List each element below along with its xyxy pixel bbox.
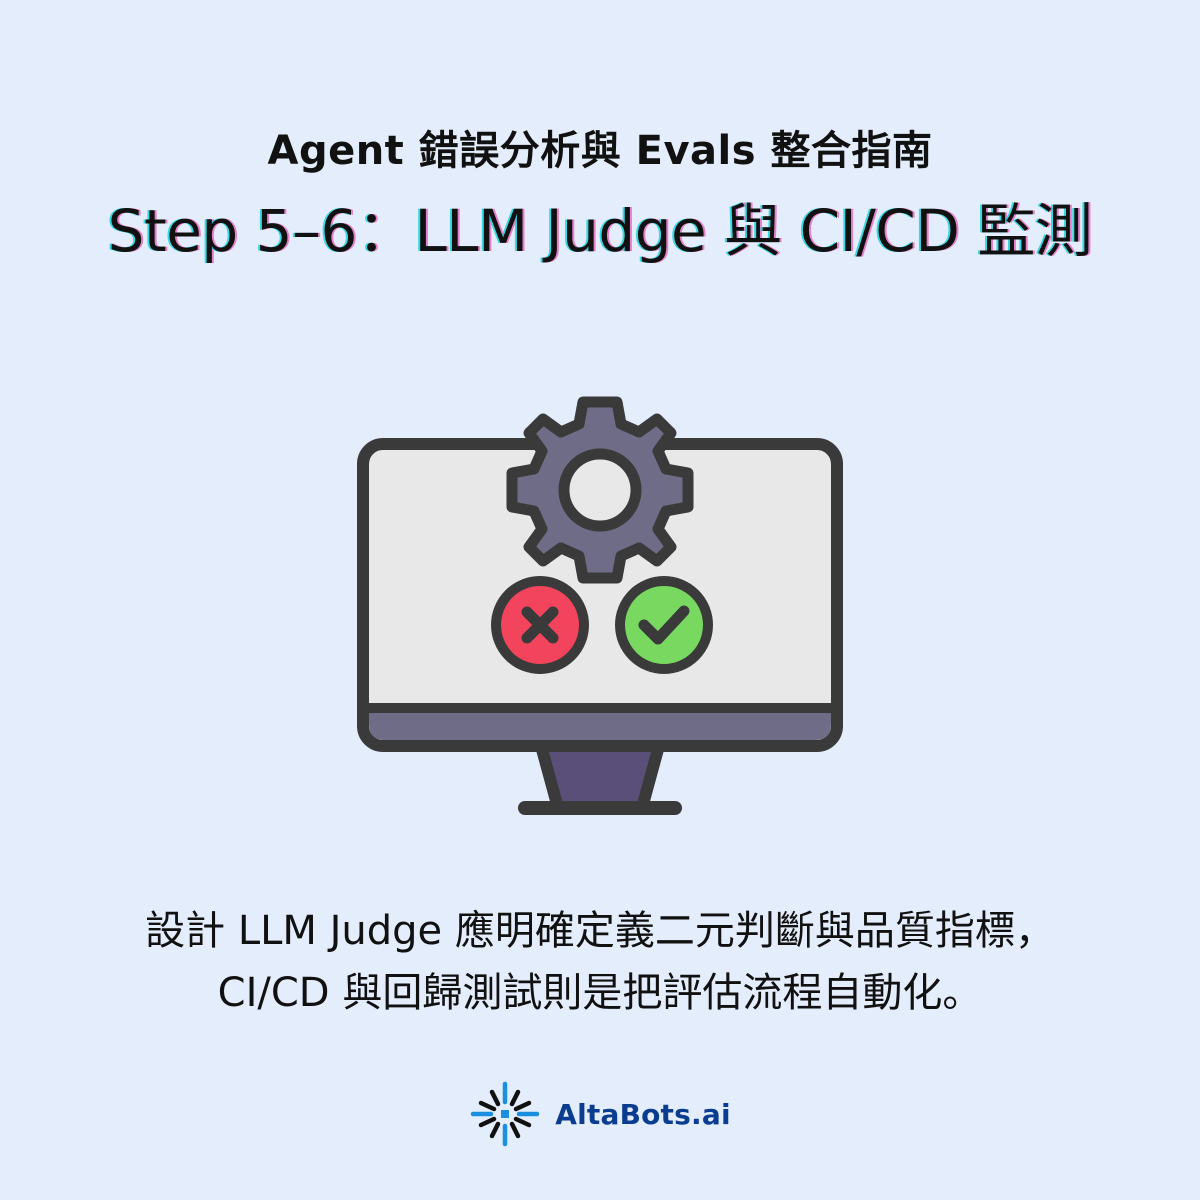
altabots-logo-icon	[470, 1081, 540, 1147]
supertitle: Agent 錯誤分析與 Evals 整合指南	[267, 128, 933, 174]
header: Agent 錯誤分析與 Evals 整合指南 Step 5–6：LLM Judg…	[0, 120, 1200, 266]
monitor-screen	[357, 438, 843, 752]
cross-icon	[491, 576, 589, 674]
page-title: Step 5–6：LLM Judge 與 CI/CD 監測	[107, 197, 1093, 265]
footer: AltaBots.ai	[0, 1078, 1200, 1150]
monitor-stand	[518, 736, 682, 815]
description-line-2: CI/CD 與回歸測試則是把評估流程自動化。	[217, 970, 983, 1016]
description-line-1: 設計 LLM Judge 應明確定義二元判斷與品質指標，	[145, 908, 1055, 954]
check-icon	[615, 576, 713, 674]
description: 設計 LLM Judge 應明確定義二元判斷與品質指標， CI/CD 與回歸測試…	[0, 900, 1200, 1024]
monitor-icon	[357, 396, 843, 815]
gear-icon	[506, 396, 694, 584]
brand-name: AltaBots.ai	[555, 1097, 731, 1131]
